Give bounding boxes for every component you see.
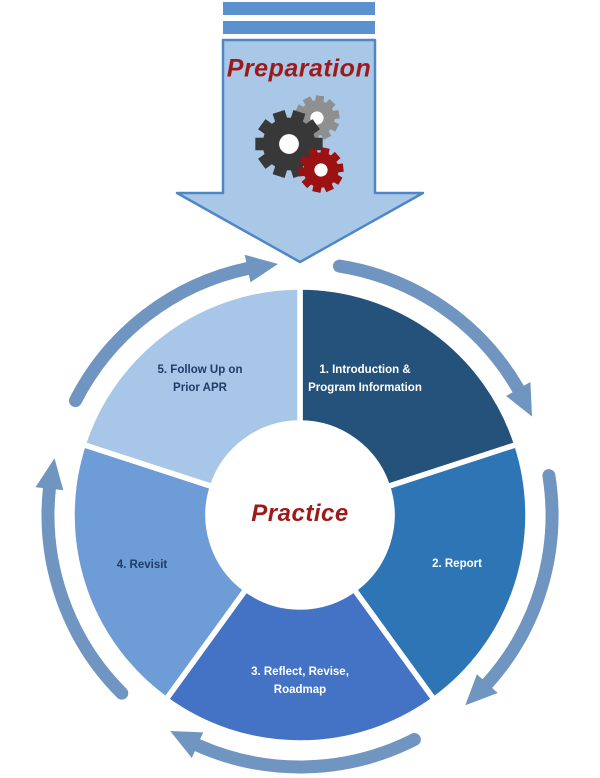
- cycle-wheel: [69, 284, 531, 746]
- segment-1-label: 1. Introduction & Program Information: [308, 364, 422, 394]
- cycle-arrowhead-4: [35, 458, 64, 491]
- arrow-stripe-1: [223, 2, 375, 15]
- segment-2-report: [351, 441, 531, 703]
- cycle-arrow-3: [170, 731, 421, 774]
- cycle-arrowhead-1: [506, 382, 532, 417]
- cycle-arrow-4: [35, 458, 129, 700]
- cycle-arc-2: [480, 469, 559, 691]
- cycle-arrowhead-2: [465, 674, 498, 706]
- cycle-arc-3: [191, 733, 421, 774]
- cycle-arc-4: [41, 482, 129, 700]
- segment-3-label: 3. Reflect, Revise, Roadmap: [251, 666, 349, 696]
- segment-5-followup: [80, 284, 303, 490]
- cycle-arrows-icon: [35, 254, 559, 774]
- practice-center-label: Practice: [251, 500, 349, 527]
- segment-4-label: 4. Revisit: [116, 559, 168, 572]
- preparation-title: Preparation: [226, 54, 372, 83]
- cycle-arc-1: [332, 259, 525, 396]
- preparation-arrow: [175, 2, 425, 264]
- segment-5-label: 5. Follow Up on Prior APR: [157, 364, 243, 394]
- segment-3-reflect: [163, 586, 437, 746]
- arrow-stripe-2: [223, 21, 375, 34]
- cycle-arrowhead-3: [170, 731, 204, 758]
- cycle-arrow-2: [465, 469, 559, 706]
- cycle-arrow-1: [332, 259, 532, 417]
- segment-1-introduction: [297, 284, 520, 490]
- cycle-arrowhead-5: [244, 254, 278, 283]
- segment-4-revisit: [69, 441, 249, 703]
- cycle-arrow-5: [69, 254, 278, 408]
- cycle-arc-5: [69, 262, 255, 408]
- segment-2-label: 2. Report: [432, 558, 482, 571]
